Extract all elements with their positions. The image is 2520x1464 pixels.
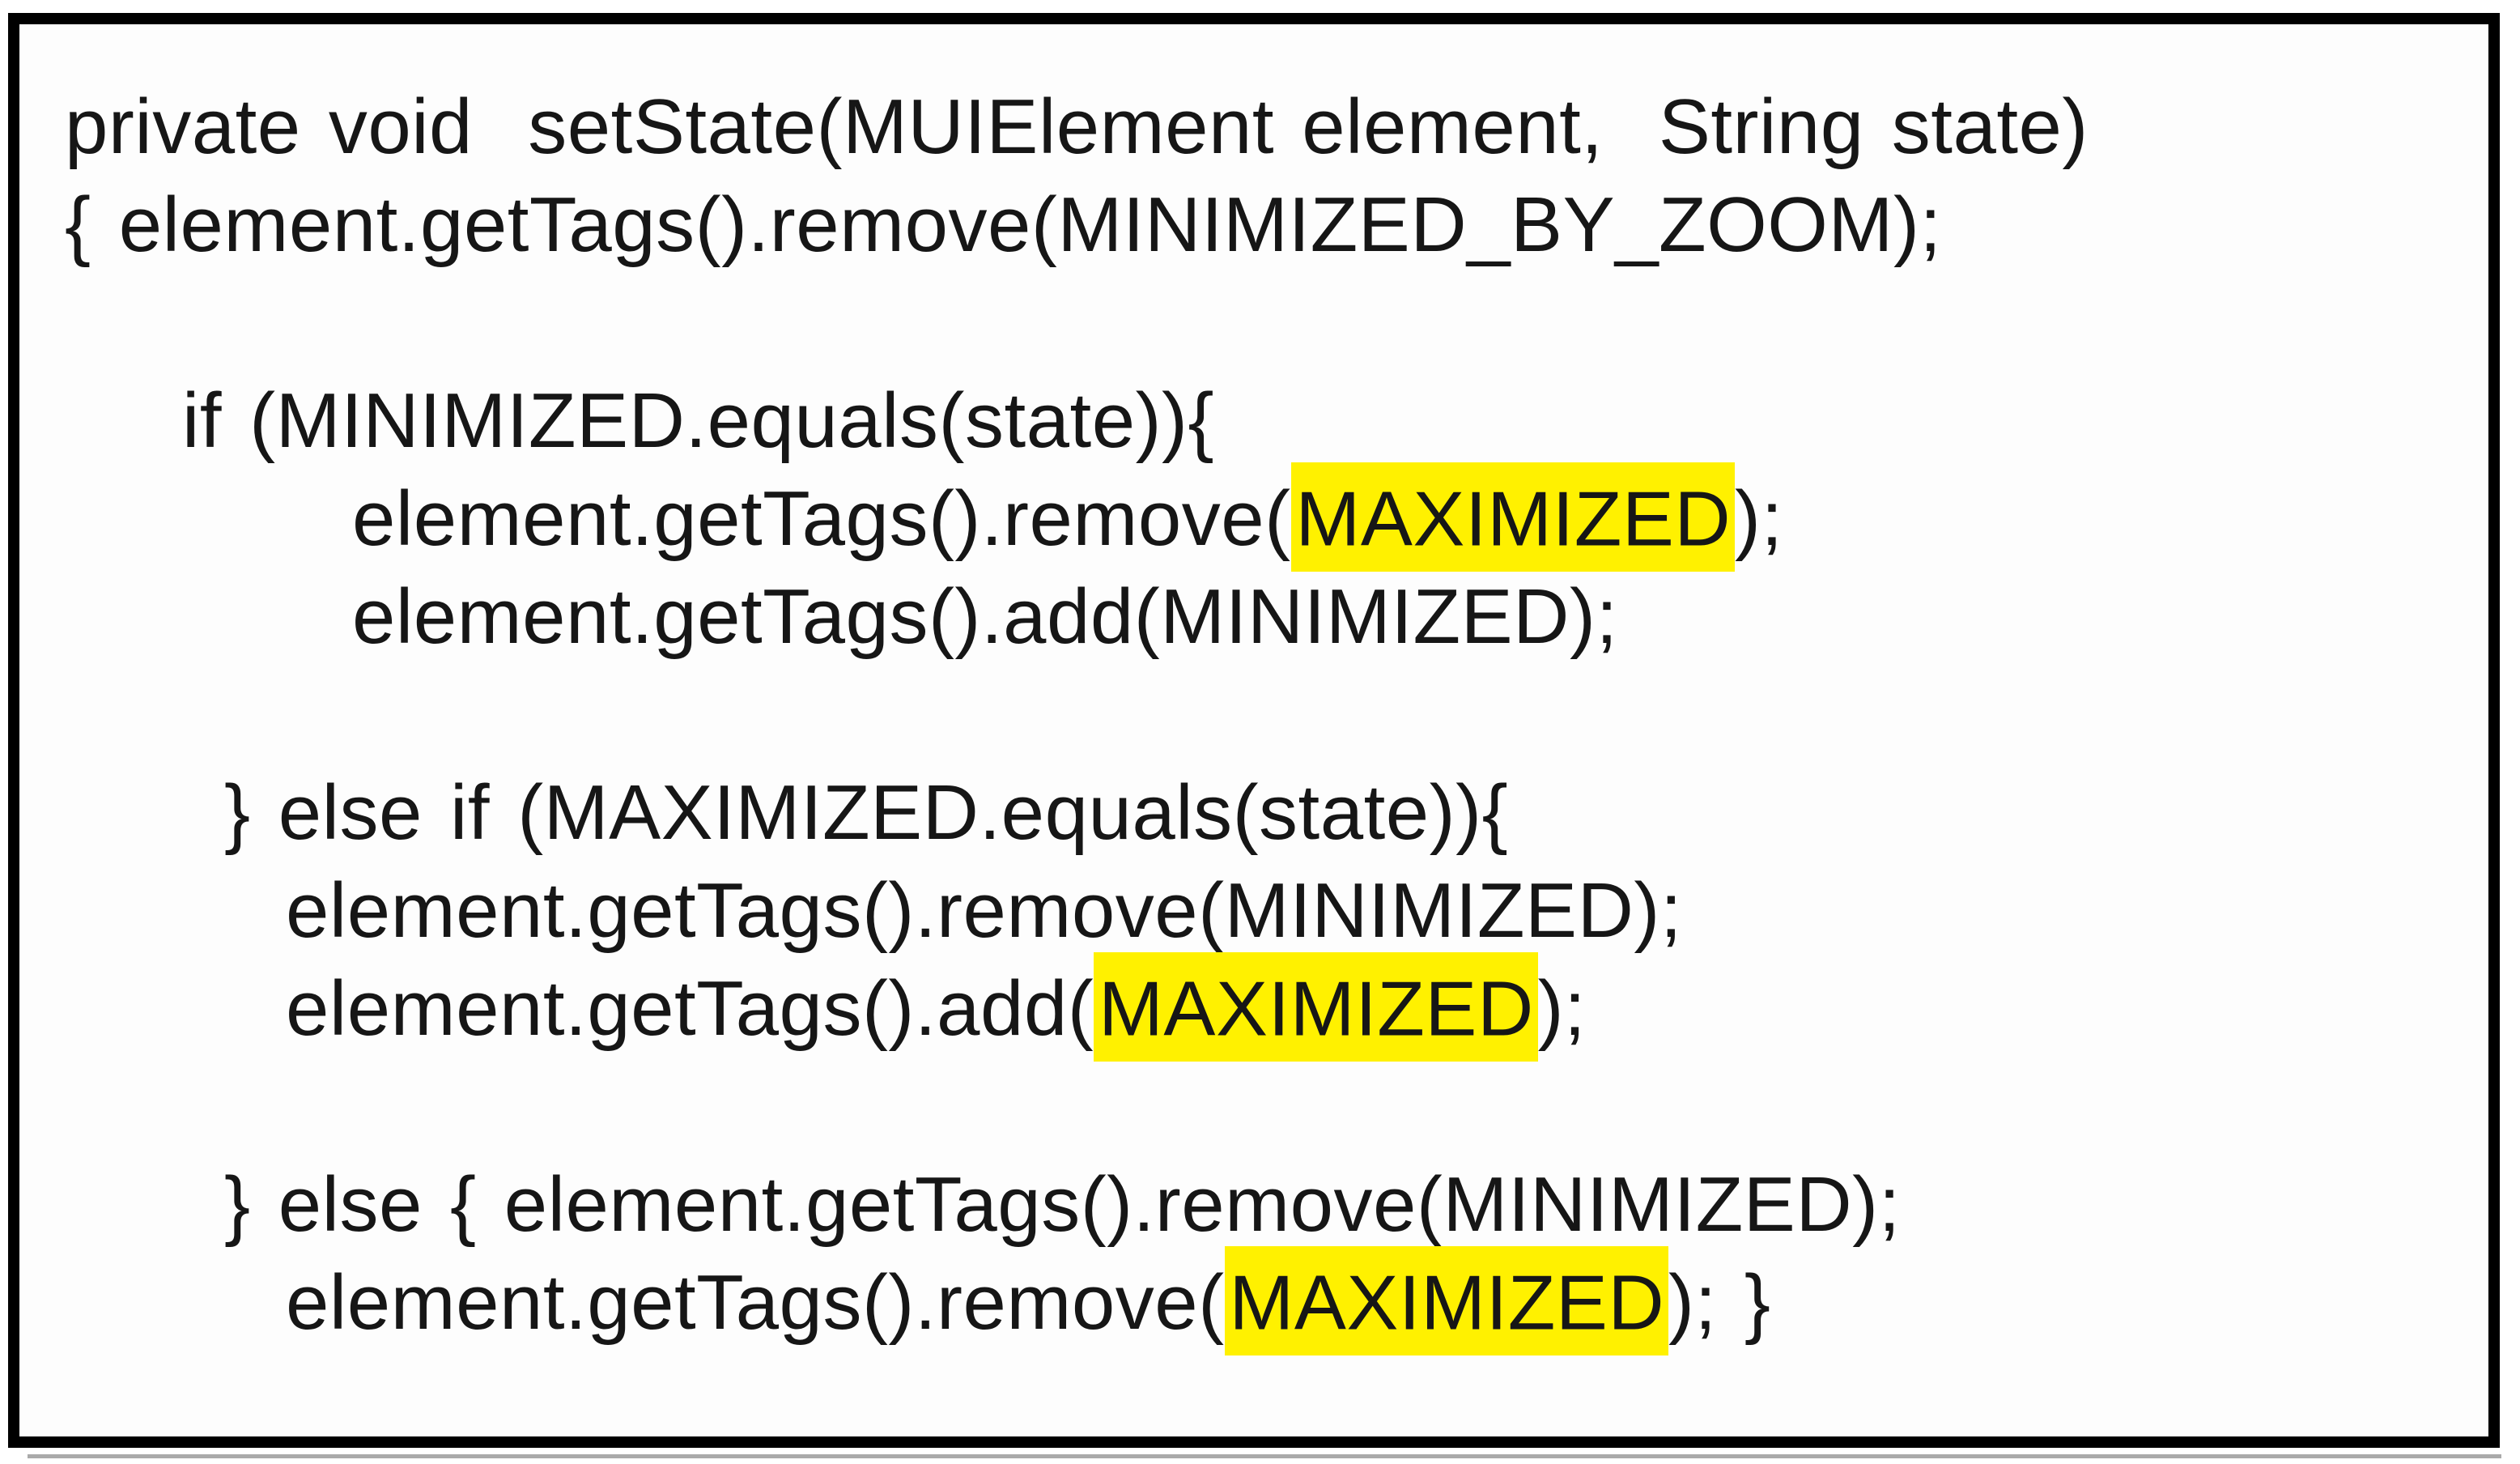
code-text: element.getTags().add(MINIMIZED); <box>352 573 1618 660</box>
code-text: element.getTags().add( <box>286 965 1094 1052</box>
code-line: } else { element.getTags().remove(MINIMI… <box>65 1155 2471 1253</box>
code-line: element.getTags().remove(MAXIMIZED); } <box>65 1245 2471 1355</box>
code-blank-line <box>65 274 2471 372</box>
code-line: private void setState(MUIElement element… <box>65 78 2471 176</box>
code-text: { element.getTags().remove(MINIMIZED_BY_… <box>65 181 1942 268</box>
code-blank-line <box>65 1058 2471 1155</box>
code-text: element.getTags().remove(MINIMIZED); <box>286 867 1683 954</box>
slide-bottom-shadow <box>28 1454 2501 1458</box>
highlighted-token: MAXIMIZED <box>1290 462 1736 572</box>
code-line: element.getTags().remove(MAXIMIZED); <box>65 462 2471 572</box>
code-text: ); } <box>1668 1259 1771 1346</box>
code-line: if (MINIMIZED.equals(state)){ <box>65 372 2471 470</box>
code-text: private void setState(MUIElement element… <box>65 83 2089 170</box>
code-text: ); <box>1735 475 1783 562</box>
code-text: } else { element.getTags().remove(MINIMI… <box>224 1161 1901 1248</box>
highlighted-token: MAXIMIZED <box>1224 1245 1669 1355</box>
code-line: } else if (MAXIMIZED.equals(state)){ <box>65 764 2471 862</box>
code-text: element.getTags().remove( <box>352 475 1291 562</box>
code-listing-panel: private void setState(MUIElement element… <box>65 78 2471 1355</box>
code-text: element.getTags().remove( <box>286 1259 1225 1346</box>
highlighted-token: MAXIMIZED <box>1094 951 1538 1062</box>
slide-border-frame <box>8 13 2500 1448</box>
code-text: if (MINIMIZED.equals(state)){ <box>182 377 1215 464</box>
code-line: element.getTags().remove(MINIMIZED); <box>65 862 2471 960</box>
code-line: element.getTags().add(MINIMIZED); <box>65 568 2471 666</box>
code-text: ); <box>1537 965 1587 1052</box>
code-line: element.getTags().add(MAXIMIZED); <box>65 951 2471 1062</box>
code-text: } else if (MAXIMIZED.equals(state)){ <box>224 769 1509 856</box>
code-blank-line <box>65 666 2471 764</box>
code-line: { element.getTags().remove(MINIMIZED_BY_… <box>65 176 2471 274</box>
